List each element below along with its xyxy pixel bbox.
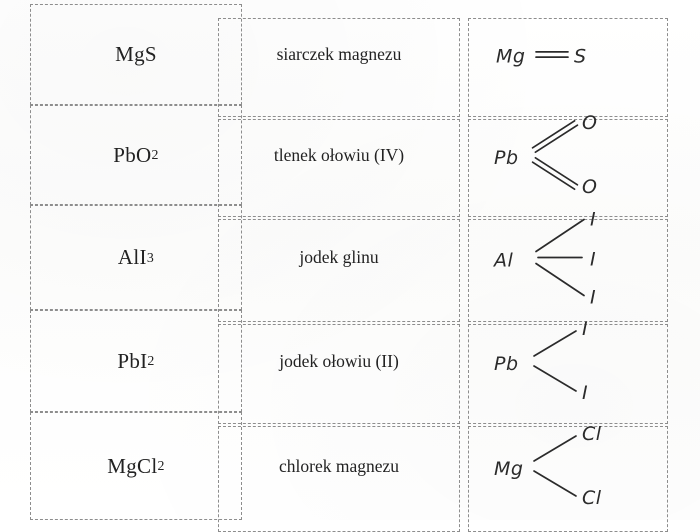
svg-text:Cl: Cl: [582, 423, 602, 445]
svg-text:I: I: [590, 287, 596, 309]
svg-text:O: O: [582, 112, 597, 134]
svg-text:Cl: Cl: [582, 487, 602, 509]
svg-text:I: I: [590, 249, 596, 271]
compound-name: siarczek magnezu: [276, 44, 402, 64]
svg-text:Pb: Pb: [494, 147, 519, 169]
svg-text:Mg: Mg: [494, 458, 523, 480]
svg-text:Mg: Mg: [496, 46, 525, 68]
svg-text:S: S: [574, 46, 587, 68]
svg-text:I: I: [582, 382, 588, 404]
svg-text:I: I: [590, 209, 596, 231]
svg-text:Pb: Pb: [494, 353, 519, 375]
compound-name: jodek ołowiu (II): [279, 350, 399, 371]
compound-name: chlorek magnezu: [278, 455, 399, 476]
svg-text:O: O: [582, 176, 597, 198]
chemical-formula: MgS: [115, 42, 157, 66]
svg-text:I: I: [582, 318, 588, 340]
structural-formula-drawing: Mg S: [490, 4, 690, 105]
compound-name: tlenek ołowiu (IV): [273, 144, 405, 165]
compound-name: jodek glinu: [299, 247, 379, 267]
svg-text:Al: Al: [492, 250, 513, 272]
